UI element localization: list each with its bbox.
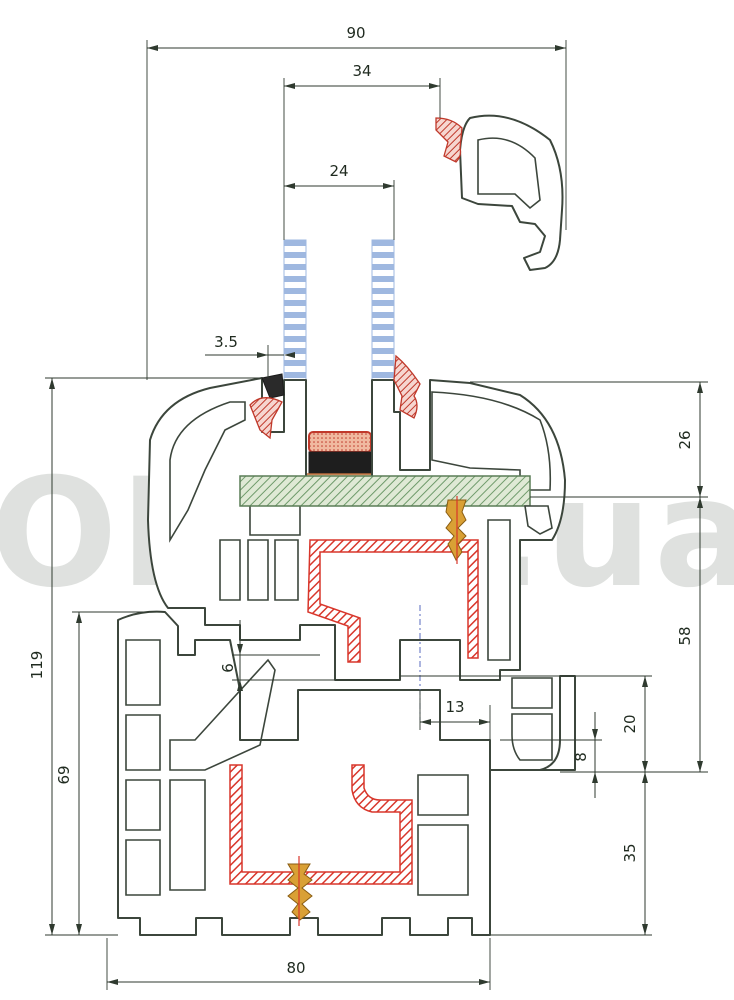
glass-support-plate — [239, 475, 531, 507]
dimension-labels: 90 34 24 3.5 26 58 119 69 6 13 20 8 35 8… — [28, 24, 694, 977]
dim-label-6: 6 — [219, 663, 237, 673]
frame-profile — [117, 610, 576, 936]
sash-bead-chamber — [431, 391, 552, 491]
frame-lower-sash-chamber-1 — [511, 677, 553, 709]
glazing-bead — [435, 114, 564, 271]
sash-mid-chamber-2 — [247, 539, 269, 601]
sash-lock-groove — [524, 505, 553, 535]
sash-rear-chamber — [487, 519, 511, 661]
dim-label-35: 35 — [621, 843, 639, 862]
frame-front-chamber-3 — [125, 779, 161, 831]
frame-front-chamber-1 — [125, 639, 161, 706]
frame-front-chamber-2 — [125, 714, 161, 771]
screw-anchor-icon — [287, 496, 467, 926]
frame-slanted-web — [169, 658, 276, 771]
frame-front-chamber-4 — [125, 839, 161, 896]
frame-rear-chamber-1 — [417, 774, 469, 816]
dim-label-3-5: 3.5 — [214, 333, 238, 351]
dim-label-24: 24 — [329, 162, 348, 180]
dim-label-69: 69 — [55, 765, 73, 784]
dimension-lines — [45, 40, 708, 990]
frame-mid-chamber-1 — [169, 779, 206, 891]
dim-label-26: 26 — [676, 430, 694, 449]
dim-label-58: 58 — [676, 626, 694, 645]
sash-mid-chamber-1 — [219, 539, 241, 601]
dim-label-119: 119 — [28, 651, 46, 680]
dim-label-80: 80 — [286, 959, 305, 977]
sash-screw — [445, 499, 467, 561]
frame-lower-sash-chamber-2 — [511, 713, 553, 761]
dim-label-8: 8 — [572, 752, 590, 762]
frame-rear-chamber-2 — [417, 824, 469, 896]
spacer-bar — [308, 431, 372, 453]
dim-label-13: 13 — [445, 698, 464, 716]
dim-label-20: 20 — [621, 714, 639, 733]
inner-rebate-seal — [249, 397, 283, 440]
sash-mid-chamber-3 — [274, 539, 299, 601]
frame-steel-reinforcement — [229, 764, 413, 885]
sash-steel-reinforcement — [307, 539, 479, 663]
glazing-bead-chamber — [477, 137, 541, 210]
dim-label-90: 90 — [346, 24, 365, 42]
secondary-sealant — [308, 451, 372, 475]
inner-glazing-gasket — [261, 373, 285, 399]
outer-glazing-seal — [393, 354, 421, 419]
sash-outer-shell — [147, 377, 566, 681]
glazing-bead-body — [459, 114, 564, 271]
sash-profile — [147, 354, 566, 681]
sash-front-chamber — [169, 401, 246, 543]
glazing-bead-seal — [435, 117, 463, 163]
frame-screw — [287, 863, 313, 921]
dim-label-34: 34 — [352, 62, 371, 80]
